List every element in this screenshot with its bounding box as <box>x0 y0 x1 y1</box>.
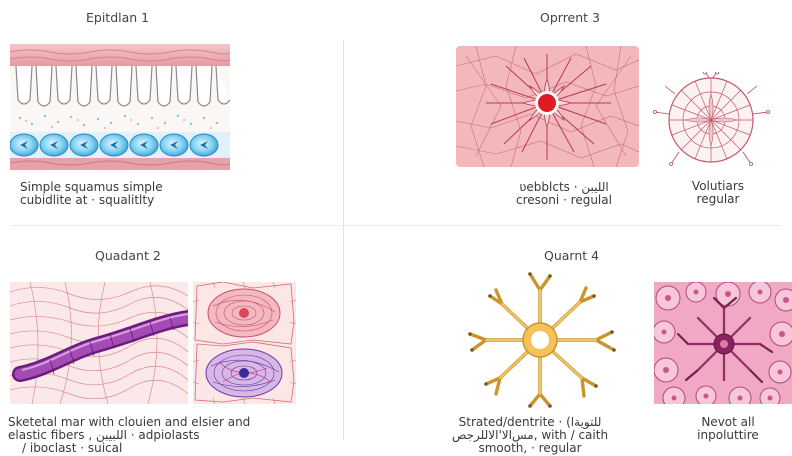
quadrant-1-caption: Simple squamus simple cubidlite at · squ… <box>20 181 163 207</box>
quadrant-2-caption-line-3: / iboclast · suical <box>8 442 250 455</box>
skeletal-muscle-illustration <box>10 282 188 404</box>
quadrant-3-side-label-line-2: regular <box>678 193 758 206</box>
quadrant-4-side-label-line-2: inpoluttire <box>676 429 780 442</box>
star-tissue-illustration <box>456 46 639 167</box>
quadrant-3-title: Oprrent 3 <box>540 10 600 25</box>
adipocyte-illustration <box>193 282 296 404</box>
quadrant-4-title: Quarnt 4 <box>544 248 599 263</box>
quadrant-4-side-label: Nevot all inpoluttire <box>676 416 780 442</box>
quadrant-1-caption-line-2: cubidlite at · squalitlty <box>20 194 163 207</box>
epithelium-illustration <box>10 44 230 170</box>
neuron-illustration <box>446 270 634 410</box>
quadrant-4-caption-line-3: smooth, · regular <box>440 442 620 455</box>
quadrant-4-caption: Strated/dentrite · (للتويةا ﻣﺲالا'الاللر… <box>440 416 620 455</box>
quadrant-2-caption: Sketetal mar with clouien and elsier and… <box>8 416 250 455</box>
quadrant-3-caption-line-2: cresoni · regulal <box>474 194 654 207</box>
voluntary-cell-illustration <box>653 72 770 172</box>
divider-vertical <box>343 40 344 440</box>
quadrant-1-title: Epitdlan 1 <box>86 10 149 25</box>
quadrant-3-caption: ʋebblcts · الليبن cresoni · regulal <box>474 181 654 207</box>
quadrant-3-side-label: Volutiars regular <box>678 180 758 206</box>
divider-horizontal <box>10 225 782 226</box>
nervous-tissue-illustration <box>654 282 792 404</box>
quadrant-2-title: Quadant 2 <box>95 248 161 263</box>
